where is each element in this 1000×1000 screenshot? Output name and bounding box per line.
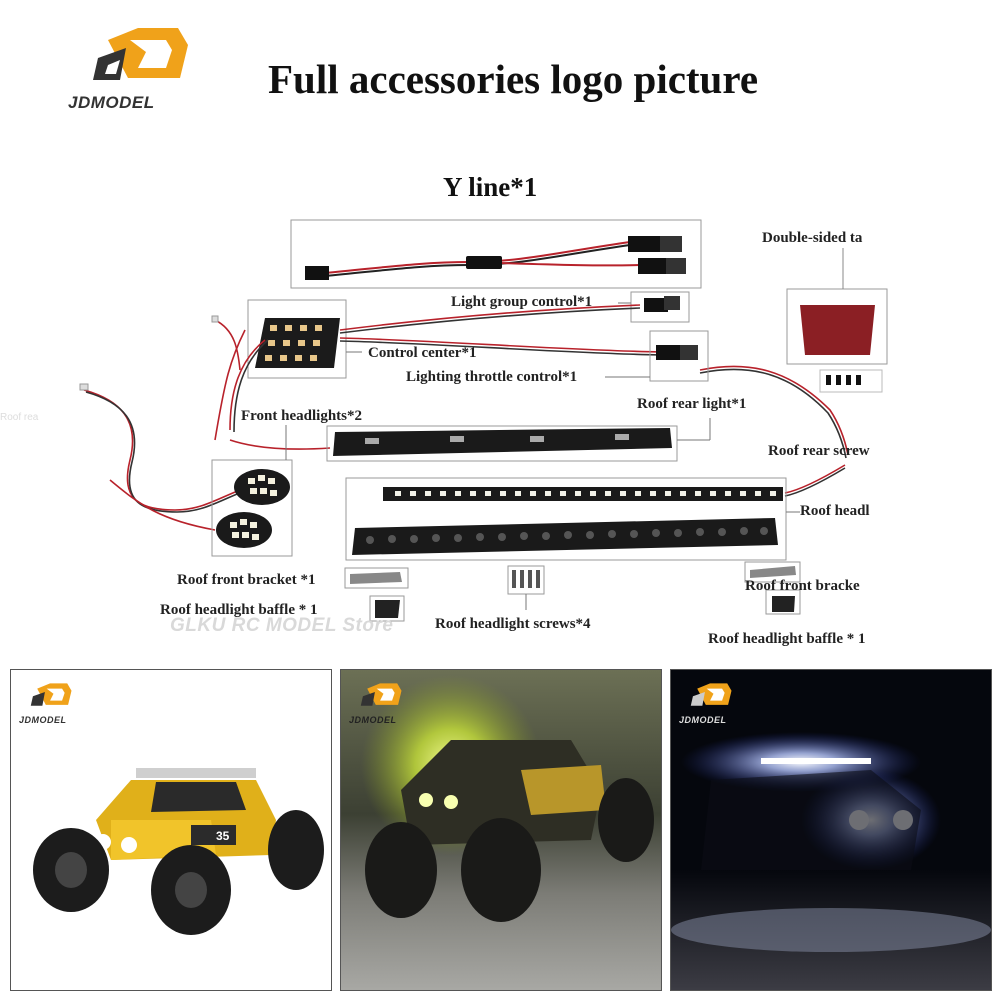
baffle-left bbox=[375, 600, 400, 618]
baffle-right bbox=[772, 596, 795, 612]
label-roof-headlight: Roof headl bbox=[800, 503, 870, 519]
label-double-sided-tape: Double-sided ta bbox=[762, 230, 863, 246]
label-roof-front-bracket-left: Roof front bracket *1 bbox=[177, 572, 316, 588]
rc-car-yellow: 35 bbox=[33, 768, 324, 935]
roof-headlight-screws bbox=[512, 570, 540, 588]
brand-name: JDMODEL bbox=[68, 93, 155, 112]
roof-rear-light-bar bbox=[333, 428, 672, 456]
rc-car-dark bbox=[671, 732, 991, 990]
y-line-cable bbox=[305, 236, 686, 280]
photo-car-dark: JDMODEL bbox=[670, 669, 992, 991]
brand-logo: JDMODEL bbox=[68, 20, 203, 115]
label-y-line: Y line*1 bbox=[443, 172, 538, 202]
baffle-right-box bbox=[765, 589, 801, 615]
photo-brand: JDMODEL bbox=[19, 715, 67, 725]
tape bbox=[800, 305, 875, 355]
jdmodel-logo-icon bbox=[360, 683, 402, 706]
photo-brand: JDMODEL bbox=[349, 715, 397, 725]
front-headlight-pods bbox=[216, 469, 290, 548]
label-roof-rear-light: Roof rear light*1 bbox=[637, 396, 747, 412]
photo-logo: JDMODEL bbox=[19, 680, 79, 725]
label-control-center: Control center*1 bbox=[368, 345, 477, 361]
photo-logo: JDMODEL bbox=[679, 680, 739, 725]
car-number: 35 bbox=[216, 829, 230, 843]
roof-led-strip bbox=[383, 487, 783, 501]
photo-car-green-light: JDMODEL bbox=[340, 669, 662, 991]
tape-screws bbox=[826, 375, 861, 385]
light-group-control-box bbox=[630, 291, 690, 323]
label-roof-headlight-screws: Roof headlight screws*4 bbox=[435, 616, 591, 632]
page-title: Full accessories logo picture bbox=[268, 56, 759, 102]
jdmodel-logo-icon bbox=[93, 28, 188, 80]
roof-front-bracket-left-box bbox=[344, 567, 409, 589]
baffle-left-box bbox=[369, 595, 405, 622]
front-headlights-box bbox=[211, 459, 293, 557]
side-watermark: Roof rea bbox=[0, 412, 39, 423]
rc-car-green-light bbox=[361, 675, 654, 922]
photo-car-daylight: JDMODEL 35 bbox=[10, 669, 332, 991]
roof-front-bracket-right bbox=[750, 566, 796, 578]
label-roof-headlight-baffle-left: Roof headlight baffle * 1 bbox=[160, 602, 318, 618]
jdmodel-logo-icon bbox=[690, 683, 732, 706]
store-watermark: GLKU RC MODEL Store bbox=[170, 615, 394, 636]
label-lighting-throttle-control: Lighting throttle control*1 bbox=[406, 369, 578, 385]
photo-brand: JDMODEL bbox=[679, 715, 727, 725]
tape-box bbox=[786, 288, 888, 365]
y-line-box bbox=[290, 219, 702, 289]
label-roof-headlight-baffle-right: Roof headlight baffle * 1 bbox=[708, 631, 866, 647]
photo-logo: JDMODEL bbox=[349, 680, 409, 725]
label-front-headlights: Front headlights*2 bbox=[241, 408, 362, 424]
accessories-diagram bbox=[79, 219, 888, 622]
label-roof-front-bracket-right: Roof front bracke bbox=[745, 578, 860, 594]
roof-rear-light-box bbox=[326, 425, 678, 462]
control-wires bbox=[83, 304, 849, 531]
roof-front-bracket-left bbox=[350, 572, 402, 584]
roof-front-bracket-right-box bbox=[744, 561, 801, 583]
jdmodel-logo-icon bbox=[30, 683, 72, 706]
label-light-group-control: Light group control*1 bbox=[451, 294, 593, 310]
roof-headlight-box bbox=[345, 477, 787, 561]
control-center-box bbox=[247, 299, 347, 379]
lighting-throttle-control-box bbox=[649, 330, 709, 382]
label-roof-rear-screws: Roof rear screw bbox=[768, 443, 870, 459]
